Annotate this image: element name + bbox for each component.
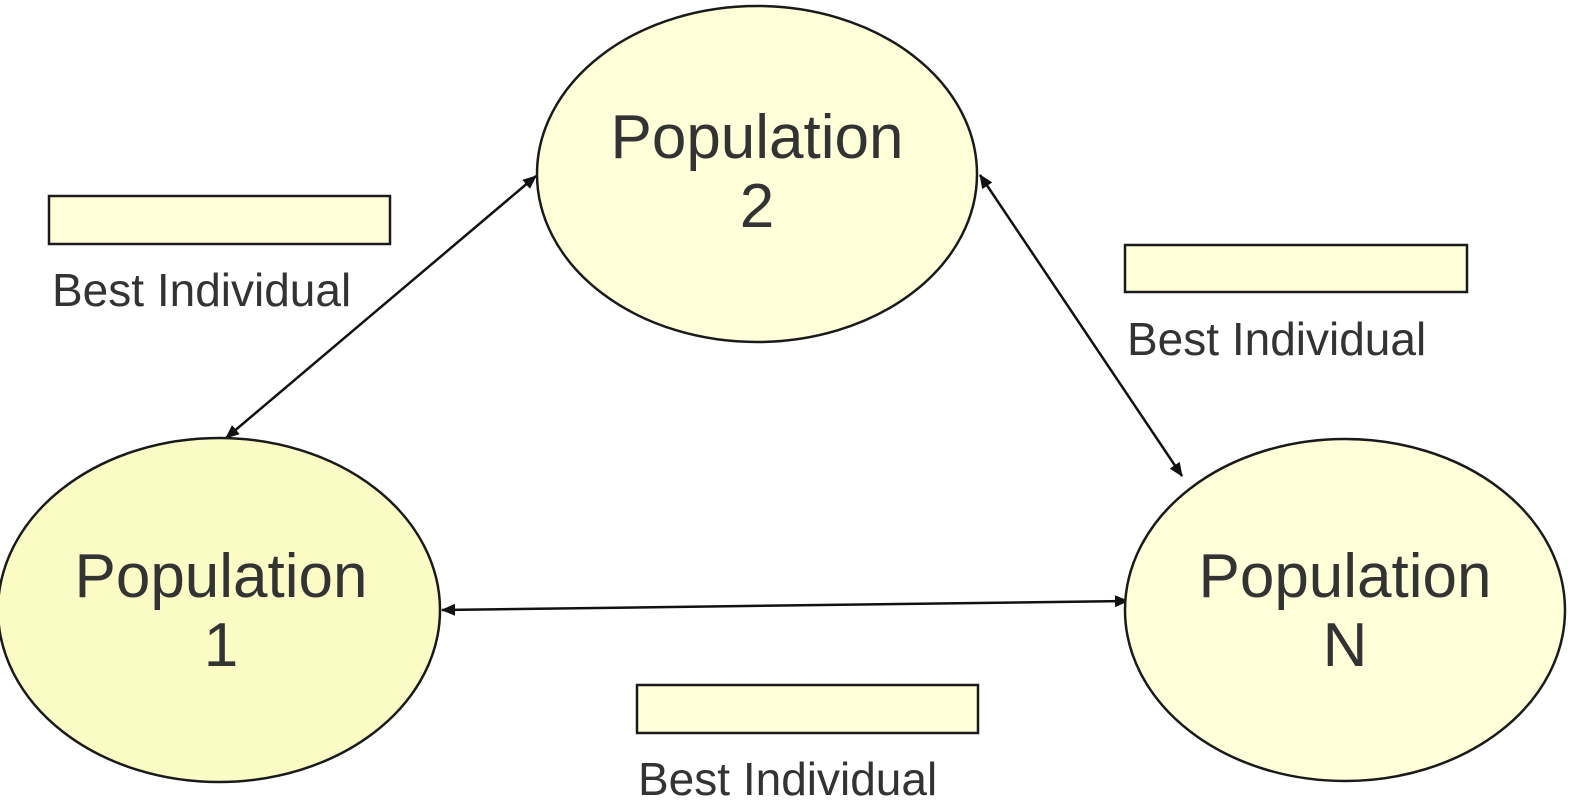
node-population-1-title: Population bbox=[74, 542, 367, 611]
individual-bar bbox=[635, 683, 980, 735]
node-population-n-number: N bbox=[1323, 611, 1368, 680]
migration-label-1-2: Best Individual bbox=[47, 194, 392, 316]
node-population-1: Population 1 bbox=[0, 436, 442, 784]
node-population-n: Population N bbox=[1123, 437, 1567, 783]
migration-label-1-n: Best Individual bbox=[635, 683, 980, 801]
individual-bar bbox=[1123, 243, 1469, 294]
arrow-population-2-to-n bbox=[978, 174, 1184, 477]
node-population-1-number: 1 bbox=[204, 611, 238, 680]
node-population-n-title: Population bbox=[1198, 542, 1491, 611]
node-population-2: Population 2 bbox=[535, 4, 979, 344]
migration-label-1-n-text: Best Individual bbox=[638, 753, 937, 801]
arrow-population-1-to-2 bbox=[225, 175, 537, 439]
arrow-population-1-to-n bbox=[441, 595, 1129, 616]
migration-label-1-2-text: Best Individual bbox=[52, 264, 351, 316]
node-population-2-title: Population bbox=[610, 103, 903, 172]
node-population-2-number: 2 bbox=[740, 172, 774, 241]
individual-bar bbox=[47, 194, 392, 246]
migration-label-2-n-text: Best Individual bbox=[1127, 313, 1426, 365]
migration-label-2-n: Best Individual bbox=[1123, 243, 1469, 365]
